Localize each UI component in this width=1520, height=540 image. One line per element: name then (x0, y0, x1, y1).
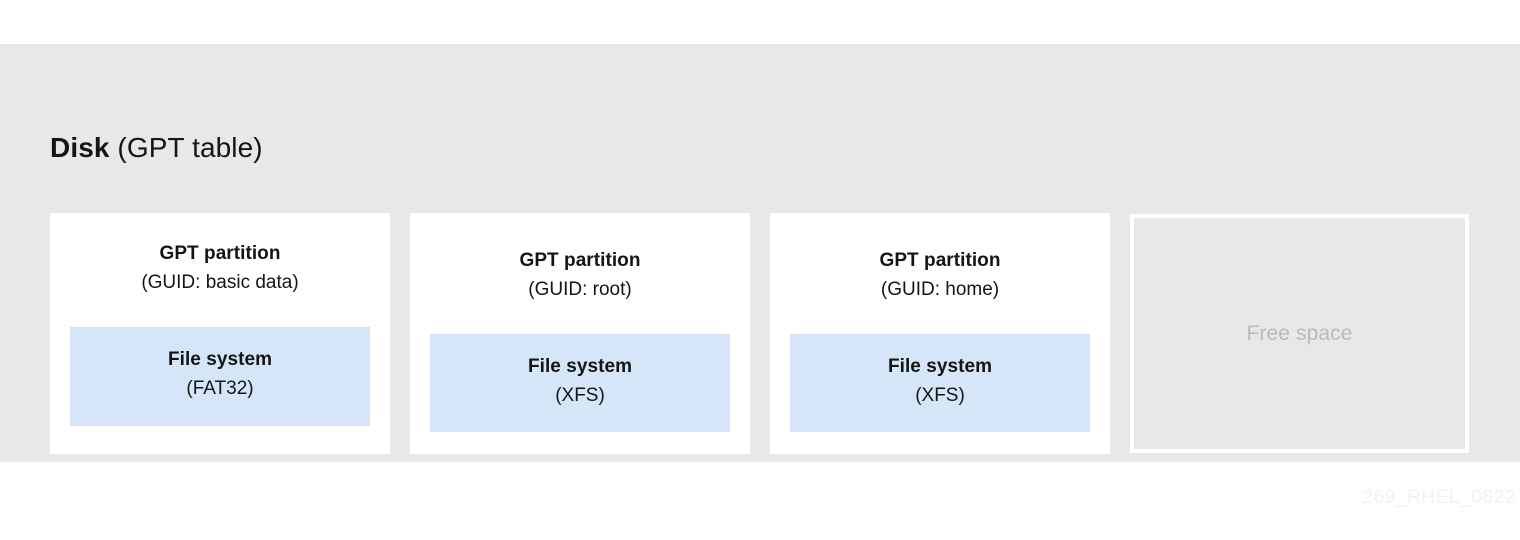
filesystem-type: (XFS) (555, 385, 605, 407)
gpt-partition-basic-data: GPT partition (GUID: basic data) File sy… (50, 213, 390, 454)
filesystem-block: File system (FAT32) (70, 327, 370, 426)
free-space-label: Free space (1246, 321, 1353, 345)
disk-title: Disk (GPT table) (50, 132, 263, 164)
filesystem-block: File system (XFS) (790, 334, 1090, 432)
filesystem-type: (FAT32) (186, 378, 254, 400)
filesystem-type: (XFS) (915, 385, 965, 407)
filesystem-label-group: File system (XFS) (430, 356, 730, 408)
partition-title: GPT partition (879, 250, 1001, 271)
figure-watermark: 269_RHEL_0822 (1362, 487, 1516, 508)
gpt-partition-root: GPT partition (GUID: root) File system (… (410, 213, 750, 454)
partition-title: GPT partition (159, 243, 281, 264)
disk-title-light: (GPT table) (109, 132, 263, 163)
filesystem-title: File system (167, 349, 273, 370)
gpt-partition-home: GPT partition (GUID: home) File system (… (770, 213, 1110, 454)
partition-guid: (GUID: basic data) (141, 272, 299, 294)
partition-guid: (GUID: root) (528, 279, 632, 301)
partition-title: GPT partition (519, 250, 641, 271)
partition-header: GPT partition (GUID: root) (410, 250, 750, 302)
filesystem-label-group: File system (XFS) (790, 356, 1090, 408)
partition-guid: (GUID: home) (880, 279, 1000, 301)
filesystem-title: File system (527, 356, 633, 377)
filesystem-label-group: File system (FAT32) (70, 349, 370, 401)
disk-panel: Disk (GPT table) GPT partition (GUID: ba… (0, 44, 1520, 462)
disk-title-strong: Disk (50, 132, 110, 163)
partition-header: GPT partition (GUID: home) (770, 250, 1110, 302)
partition-header: GPT partition (GUID: basic data) (50, 243, 390, 295)
filesystem-title: File system (887, 356, 993, 377)
filesystem-block: File system (XFS) (430, 334, 730, 432)
free-space-block: Free space (1130, 214, 1469, 453)
